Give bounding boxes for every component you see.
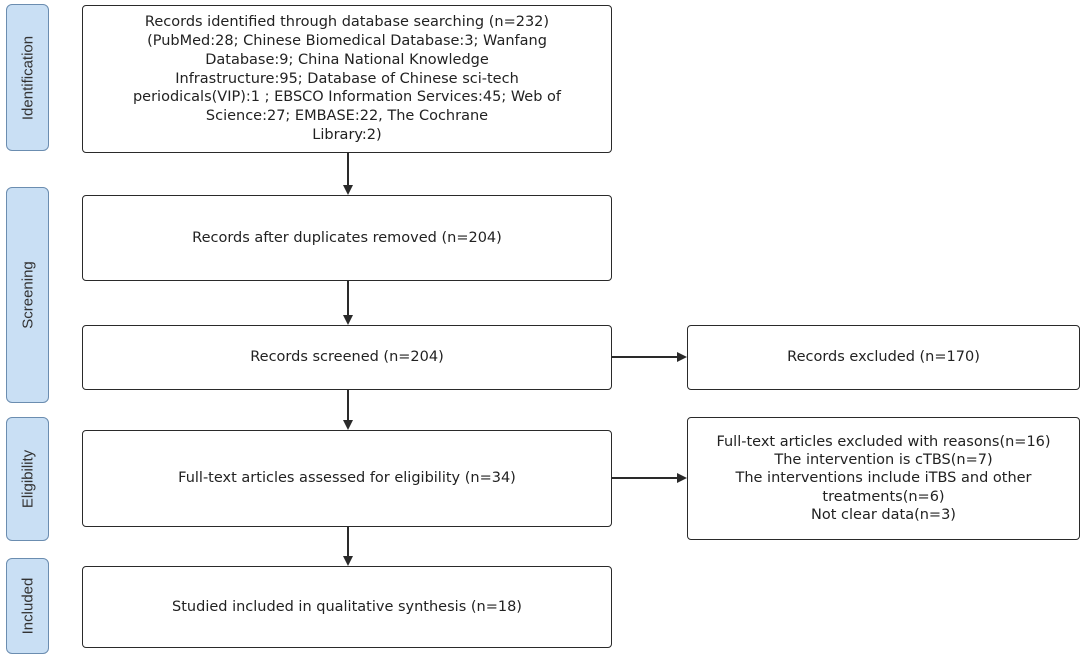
included-text: Studied included in qualitative synthesi… bbox=[172, 598, 522, 615]
stage-eligibility: Eligibility bbox=[6, 417, 49, 541]
records-identified-line: Library:2) bbox=[312, 127, 382, 144]
duplicates-removed-box: Records after duplicates removed (n=204) bbox=[82, 195, 612, 281]
records-identified-line: Records identified through database sear… bbox=[144, 14, 550, 31]
fulltext-excluded-line: The interventions include iTBS and other bbox=[735, 470, 1032, 487]
fulltext-excluded-line: Not clear data(n=3) bbox=[811, 506, 956, 523]
records-excluded-box: Records excluded (n=170) bbox=[687, 325, 1080, 390]
stage-identification: Identification bbox=[6, 4, 49, 151]
fulltext-excluded-line: treatments(n=6) bbox=[822, 488, 945, 505]
included-box: Studied included in qualitative synthesi… bbox=[82, 566, 612, 648]
records-identified-line: periodicals(VIP):1 ; EBSCO Information S… bbox=[132, 89, 562, 106]
records-identified-box: Records identified through database sear… bbox=[82, 5, 612, 153]
stage-included: Included bbox=[6, 558, 49, 654]
fulltext-excluded-line: Full-text articles excluded with reasons… bbox=[716, 434, 1051, 451]
fulltext-excluded-box: Full-text articles excluded with reasons… bbox=[687, 417, 1080, 540]
records-identified-line: Database:9; China National Knowledge bbox=[205, 51, 489, 68]
records-screened-text: Records screened (n=204) bbox=[250, 349, 444, 366]
fulltext-assessed-text: Full-text articles assessed for eligibil… bbox=[178, 470, 516, 487]
records-identified-line: (PubMed:28; Chinese Biomedical Database:… bbox=[147, 32, 547, 49]
records-excluded-text: Records excluded (n=170) bbox=[787, 349, 980, 366]
duplicates-removed-text: Records after duplicates removed (n=204) bbox=[192, 229, 502, 246]
records-identified-line: Science:27; EMBASE:22, The Cochrane bbox=[205, 108, 489, 125]
fulltext-excluded-line: The intervention is cTBS(n=7) bbox=[774, 452, 993, 469]
records-screened-box: Records screened (n=204) bbox=[82, 325, 612, 390]
stage-screening: Screening bbox=[6, 187, 49, 403]
fulltext-assessed-box: Full-text articles assessed for eligibil… bbox=[82, 430, 612, 527]
records-identified-line: Infrastructure:95; Database of Chinese s… bbox=[175, 70, 519, 87]
